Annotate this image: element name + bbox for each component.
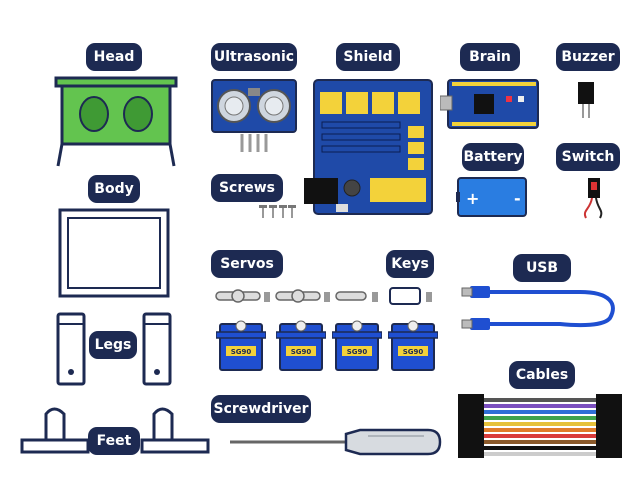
shield-part — [304, 78, 434, 218]
cable-wire — [484, 452, 596, 456]
label-ultrasonic: Ultrasonic — [211, 43, 297, 71]
cable-wire — [484, 440, 596, 444]
label-brain: Brain — [460, 43, 520, 71]
label-cables: Cables — [509, 361, 575, 389]
servo-model-label: SG90 — [291, 348, 312, 356]
svg-text:-: - — [514, 189, 521, 208]
cable-wire — [484, 410, 596, 414]
servo-motor-2: SG90 — [276, 318, 326, 374]
label-feet: Feet — [88, 427, 140, 455]
label-keys: Keys — [386, 250, 434, 278]
servo-model-label: SG90 — [231, 348, 252, 356]
label-legs: Legs — [89, 331, 137, 359]
cable-wire — [484, 422, 596, 426]
label-shield: Shield — [336, 43, 400, 71]
servo-motor-3: SG90 — [332, 318, 382, 374]
label-servos: Servos — [211, 250, 283, 278]
switch-part — [580, 176, 608, 220]
cable-wire — [484, 404, 596, 408]
foot-left — [20, 402, 90, 458]
servo-model-label: SG90 — [347, 348, 368, 356]
cable-wire — [484, 398, 596, 402]
label-screwdriver: Screwdriver — [211, 395, 311, 423]
servo-motor-4: SG90 — [388, 318, 438, 374]
svg-text:+: + — [466, 189, 479, 208]
label-screws: Screws — [211, 174, 283, 202]
cable-wire — [484, 434, 596, 438]
battery-part: + - — [456, 174, 530, 220]
head-part — [54, 76, 178, 168]
servo-model-label: SG90 — [403, 348, 424, 356]
label-body: Body — [88, 175, 140, 203]
servo-horns — [212, 284, 442, 310]
leg-left — [56, 312, 86, 386]
foot-right — [140, 402, 210, 458]
label-buzzer: Buzzer — [556, 43, 620, 71]
label-switch: Switch — [556, 143, 620, 171]
cable-wire — [484, 446, 596, 450]
leg-right — [142, 312, 172, 386]
screws-part — [258, 204, 296, 220]
cable-wire — [484, 428, 596, 432]
body-part — [58, 208, 172, 300]
cables-part — [458, 392, 622, 460]
brain-part — [440, 78, 542, 130]
cable-wire — [484, 416, 596, 420]
buzzer-part — [572, 80, 600, 120]
ultrasonic-part — [210, 78, 298, 158]
servo-motor-1: SG90 — [216, 318, 266, 374]
label-head: Head — [86, 43, 142, 71]
usb-cable — [460, 284, 622, 332]
label-usb: USB — [513, 254, 571, 282]
label-battery: Battery — [462, 143, 524, 171]
screwdriver-part — [228, 424, 444, 464]
